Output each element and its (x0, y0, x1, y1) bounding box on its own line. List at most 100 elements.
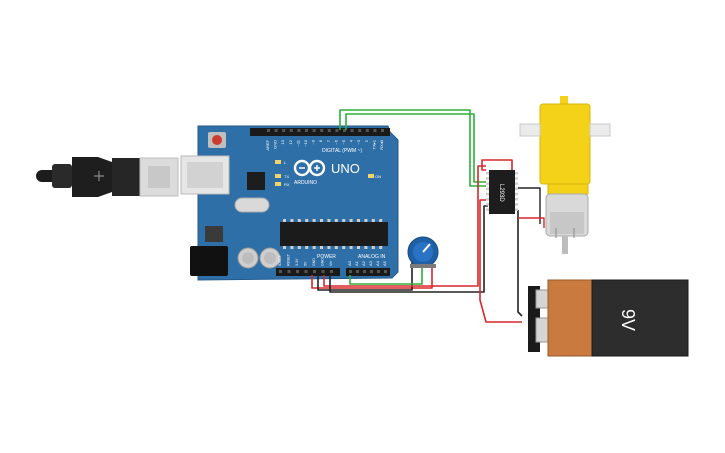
mcu-pin (283, 246, 286, 249)
driver-pin (486, 192, 489, 196)
motor-driver-chip: L293D (486, 170, 518, 214)
analog-pin-label: A0 (347, 260, 352, 266)
analog-pin-label: A4 (375, 260, 380, 266)
analog-header (346, 268, 390, 276)
digital-pin-label: 7 (326, 139, 331, 142)
power-header (276, 268, 340, 276)
analog-pin-label: A1 (354, 260, 359, 266)
digital-pin-label: ~5 (341, 139, 346, 144)
black-wire-driver[interactable] (329, 205, 488, 293)
red-wire-battery[interactable] (479, 199, 522, 323)
digital-pin-label: GND (273, 140, 278, 149)
digital-pin-label: ~9 (311, 139, 316, 144)
driver-pin (486, 198, 489, 201)
motor-wire-2[interactable] (518, 217, 545, 228)
motor-wire-1[interactable] (518, 187, 541, 224)
mcu-pin (327, 219, 331, 222)
mcu-pin (342, 219, 346, 222)
driver-pin (515, 203, 518, 206)
tx-label: TX (284, 174, 289, 179)
battery-label: 9V (618, 309, 638, 331)
mcu-pin (334, 246, 338, 249)
driver-label: L293D (498, 184, 504, 202)
mcu-pin (379, 219, 383, 222)
mcu-pin (364, 246, 368, 249)
mcu-pin (379, 246, 383, 249)
driver-pin (515, 208, 518, 211)
arduino-board: UNO ARDUINO DIGITAL (PWM ~) POWER ANALOG… (180, 125, 399, 281)
mcu-pin (357, 219, 360, 222)
digital-pin-label: 4 (349, 139, 354, 142)
driver-pin (486, 177, 489, 180)
power-pin-label: 3.3V (295, 258, 299, 266)
rx-label: RX (284, 182, 290, 187)
wires (311, 109, 545, 323)
mcu-pin (349, 246, 353, 249)
arduino-logo (293, 159, 326, 177)
mcu-pin (312, 219, 316, 222)
digital-header (250, 128, 390, 136)
driver-pin (486, 203, 489, 206)
mcu-pin (371, 219, 375, 222)
driver-pin (515, 187, 518, 191)
board-brand: ARDUINO (294, 180, 317, 186)
digital-pin-label: 8 (318, 139, 323, 142)
power-pin-label: 5V (304, 261, 308, 266)
board-name: UNO (331, 161, 360, 176)
digital-label: DIGITAL (PWM ~) (322, 148, 362, 154)
digital-pin-label: 13 (280, 139, 285, 144)
mcu-pin (297, 246, 301, 249)
analog-pin-label: A2 (361, 260, 366, 266)
green-wire-a0[interactable] (349, 262, 423, 285)
analog-pin-label: A3 (368, 260, 373, 266)
power-pin-label: RESET (287, 253, 291, 266)
mcu-pin (371, 246, 375, 249)
green-wire-1[interactable] (339, 109, 486, 187)
digital-pin-label: TX▸1 (371, 139, 376, 149)
digital-pin-label: 2 (364, 139, 369, 142)
digital-pin-label: ~3 (356, 139, 361, 144)
driver-pin (486, 187, 489, 191)
mcu-pin (305, 246, 309, 249)
driver-pin (515, 198, 518, 201)
power-pin-label: GND (321, 258, 325, 266)
digital-pin-label: ~6 (333, 139, 338, 144)
driver-pin (515, 182, 518, 185)
analog-pin-label: A5 (382, 260, 387, 266)
driver-pin (486, 208, 489, 211)
mcu-pin (342, 246, 346, 249)
mcu-pin (290, 246, 294, 249)
mcu-pin (320, 219, 323, 222)
red-wire-5v[interactable] (311, 262, 433, 289)
black-wire-gnd[interactable] (317, 262, 413, 291)
usb-cable (36, 157, 179, 197)
power-pin-label: GND (312, 258, 316, 266)
mcu-pin (312, 246, 316, 249)
mcu-pin (283, 219, 286, 222)
black-wire-battery[interactable] (517, 210, 523, 317)
mcu-pin (327, 246, 331, 249)
driver-pin (486, 182, 489, 185)
power-pin-label: IOREF (278, 254, 282, 266)
driver-pin (486, 172, 489, 175)
digital-pin-label: ~10 (303, 139, 308, 147)
digital-pin-label: RX◂0 (379, 139, 384, 150)
digital-pin-label: AREF (265, 139, 270, 150)
mcu-pin (297, 219, 301, 222)
mcu-pin (357, 246, 360, 249)
red-wire-driver[interactable] (323, 165, 486, 287)
power-label: POWER (317, 254, 336, 260)
driver-pin (515, 192, 518, 196)
power-pin-label: Vin (329, 261, 333, 266)
on-label: ON (375, 174, 381, 179)
dc-motor (519, 96, 611, 254)
battery-9v: 9V (528, 279, 689, 357)
mcu-pin (349, 219, 353, 222)
driver-pin (515, 177, 518, 180)
analog-label: ANALOG IN (358, 254, 386, 260)
atmega-chip (280, 222, 388, 246)
potentiometer[interactable] (407, 236, 439, 268)
mcu-pin (364, 219, 368, 222)
mcu-pin (290, 219, 294, 222)
